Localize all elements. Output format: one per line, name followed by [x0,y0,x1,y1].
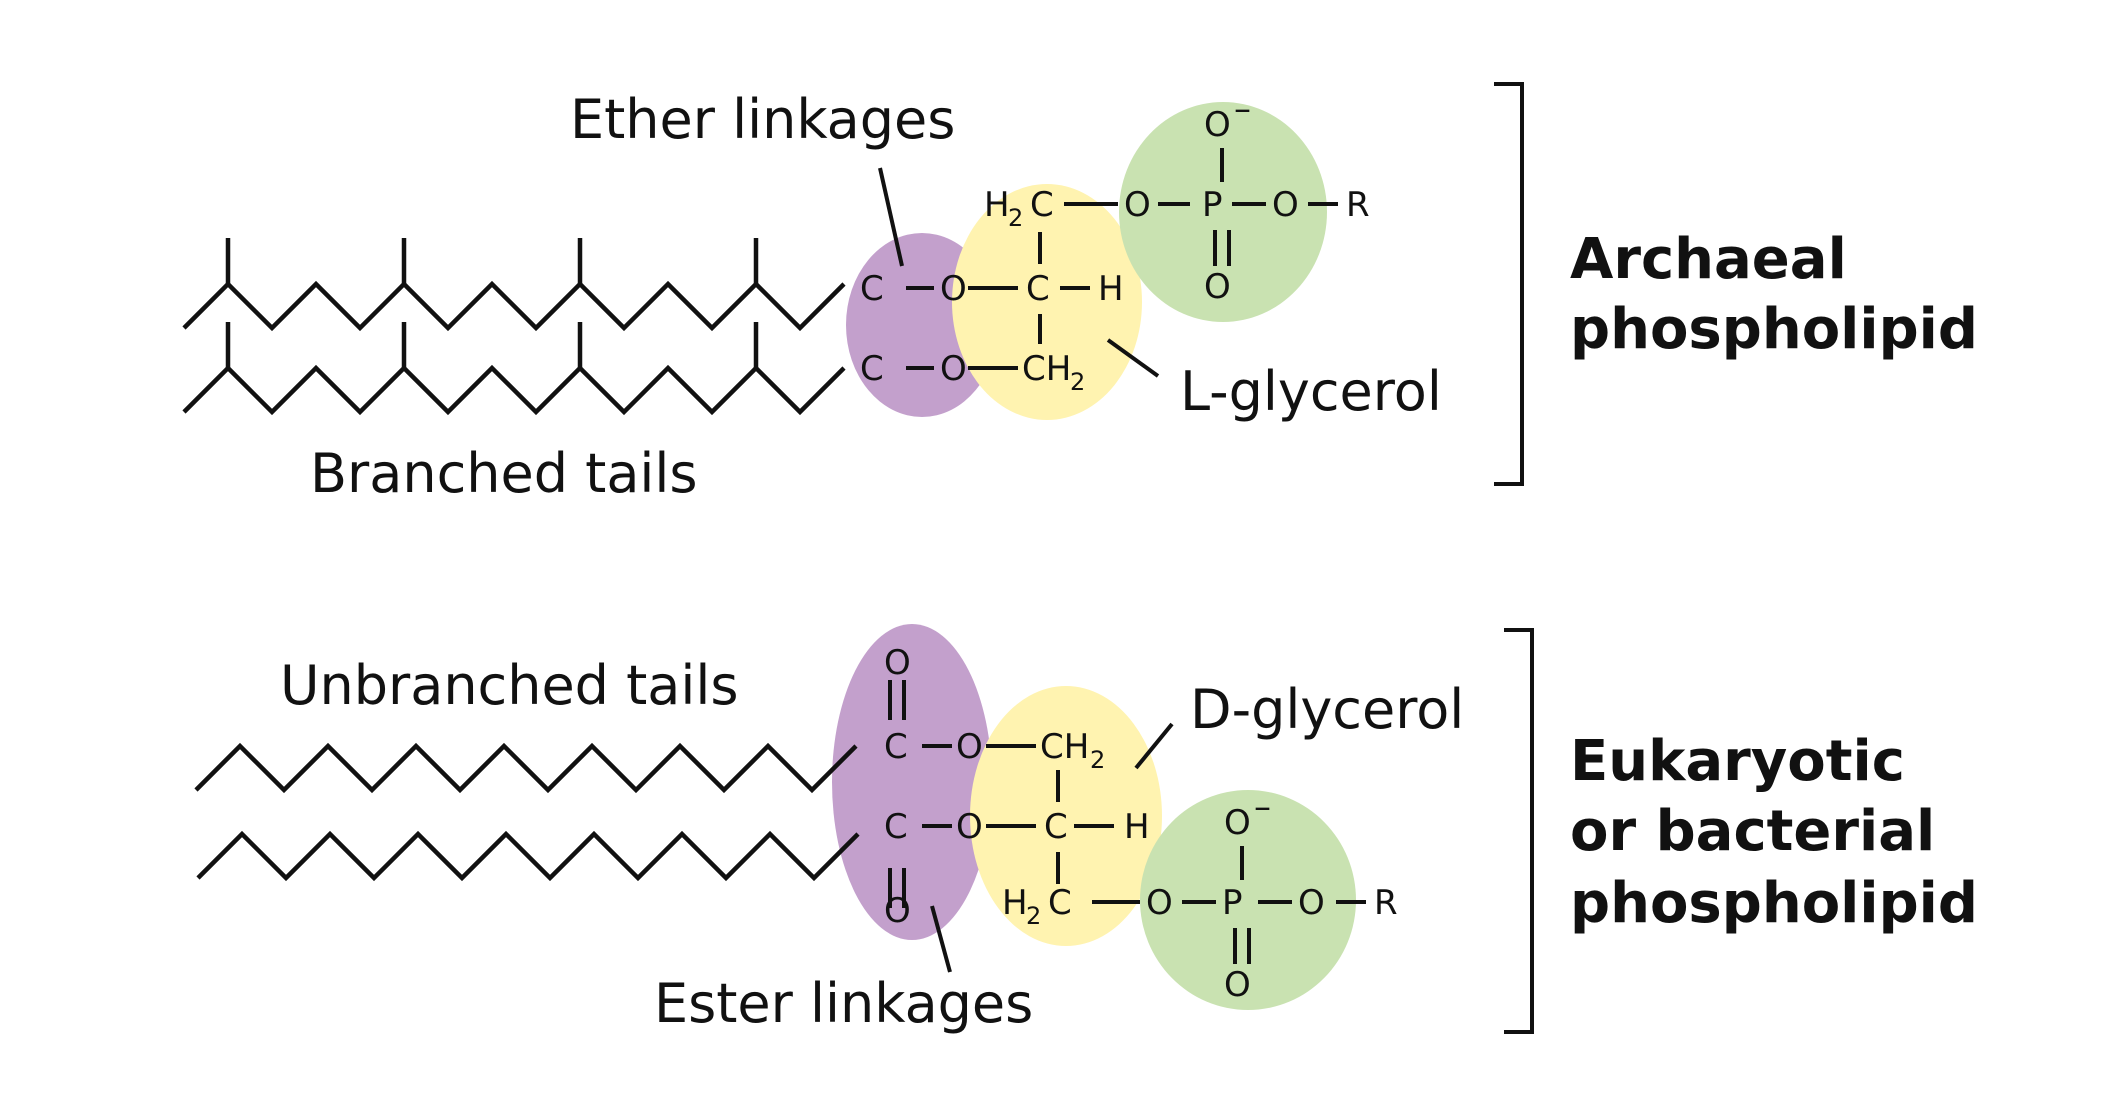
atom: O [1224,803,1251,843]
atom: O [1298,883,1325,923]
methyl-branches [225,238,759,368]
atom: O [1146,883,1173,923]
atom: R [1346,185,1370,225]
archaeal-bracket [1494,82,1524,486]
atom: C [860,269,884,309]
atom: C [1030,185,1054,225]
eukaryotic-title: or bacterial [1570,799,1935,864]
ester-linkage-region [832,624,992,940]
d-glycerol-region [970,686,1162,946]
atom: O [884,643,911,683]
atom: C [884,727,908,767]
archaeal-atoms: C O C O H 2 C C H CH 2 O P O R O – O [860,89,1370,396]
charge: – [1254,787,1271,827]
atom: H [984,185,1010,225]
eukaryotic-title: phospholipid [1570,871,1978,936]
atom-subscript: 2 [1090,746,1105,774]
atom: C [860,349,884,389]
atom: C [1044,807,1068,847]
unbranched-tail-upper [194,742,858,794]
unbranched-tails-label: Unbranched tails [280,654,739,717]
l-glycerol-region [952,184,1142,420]
atom: CH [1022,349,1071,389]
archaeal-title: phospholipid [1570,297,1978,362]
atom: O [1204,267,1231,307]
atom: O [1204,105,1231,145]
d-glycerol-label-pointer [1134,722,1174,770]
atom: CH [1040,727,1089,767]
atom: O [956,727,983,767]
archaeal-phospholipid: C O C O H 2 C C H CH 2 O P O R O – O Eth… [182,82,1978,505]
atom-subscript: 2 [1026,902,1041,930]
d-glycerol-label: D-glycerol [1190,678,1464,741]
ester-label-pointer [930,905,952,973]
branched-tails-label: Branched tails [310,442,698,505]
atom: C [1048,883,1072,923]
charge: – [1234,89,1251,129]
atom: O [1124,185,1151,225]
atom: C [1026,269,1050,309]
atom: O [940,269,967,309]
eukaryotic-bracket [1504,628,1534,1034]
eukaryotic-bonds [888,680,1366,964]
atom: H [1124,807,1150,847]
archaeal-bonds [906,148,1338,370]
archaeal-title: Archaeal [1570,227,1847,292]
atom: C [884,807,908,847]
ester-linkages-label: Ester linkages [654,972,1033,1035]
ether-label-pointer [878,167,904,267]
atom: R [1374,883,1398,923]
atom: O [956,807,983,847]
atom-subscript: 2 [1008,204,1023,232]
atom: O [1224,965,1251,1005]
atom: H [1098,269,1124,309]
branched-tail-lower [182,364,846,416]
phosphate-region [1119,102,1327,322]
atom: P [1202,185,1223,225]
atom: O [884,891,911,931]
atom-subscript: 2 [1070,368,1085,396]
atom: P [1222,883,1243,923]
eukaryotic-title: Eukaryotic [1570,729,1905,794]
eukaryotic-atoms: O C O CH 2 C O O C H H 2 C O P O R O – O [884,643,1398,1005]
branched-tail-upper [182,280,846,332]
eukaryotic-phospholipid: O C O CH 2 C O O C H H 2 C O P O R O – O… [194,624,1978,1035]
atom: H [1002,883,1028,923]
atom: O [940,349,967,389]
unbranched-tail-lower [196,830,860,882]
phosphate-region [1140,790,1356,1010]
l-glycerol-label-pointer [1106,338,1160,378]
l-glycerol-label: L-glycerol [1180,360,1442,423]
atom: O [1272,185,1299,225]
ether-linkages-label: Ether linkages [570,88,955,151]
